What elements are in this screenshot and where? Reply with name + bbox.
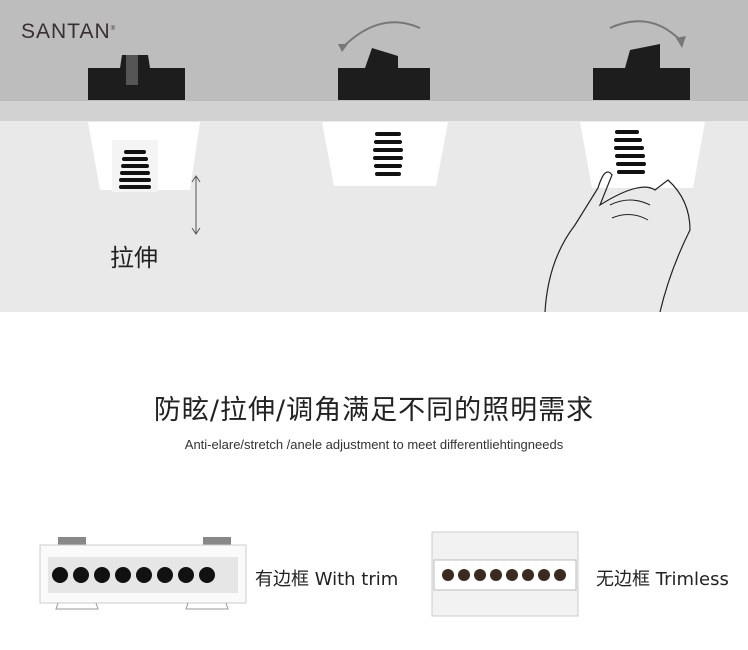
section-subtitle: Anti-elare/stretch /anele adjustment to … — [184, 437, 564, 452]
light-tilt-left — [322, 21, 448, 186]
stretch-label: 拉伸 — [110, 244, 158, 272]
brand-logo: SANTAN® — [21, 20, 117, 43]
trimless-label: 无边框 Trimless — [596, 569, 729, 590]
ceiling-panel — [0, 101, 748, 121]
with-trim-product-image — [39, 537, 247, 610]
light-tilt-right — [544, 20, 705, 312]
with-trim-label: 有边框 With trim — [255, 569, 399, 590]
section-title: 防眩/拉伸/调角满足不同的照明需求 — [153, 395, 595, 426]
light-stretched — [88, 55, 201, 235]
trimless-product-image — [431, 531, 579, 617]
product-scenes-illustration — [88, 20, 705, 312]
